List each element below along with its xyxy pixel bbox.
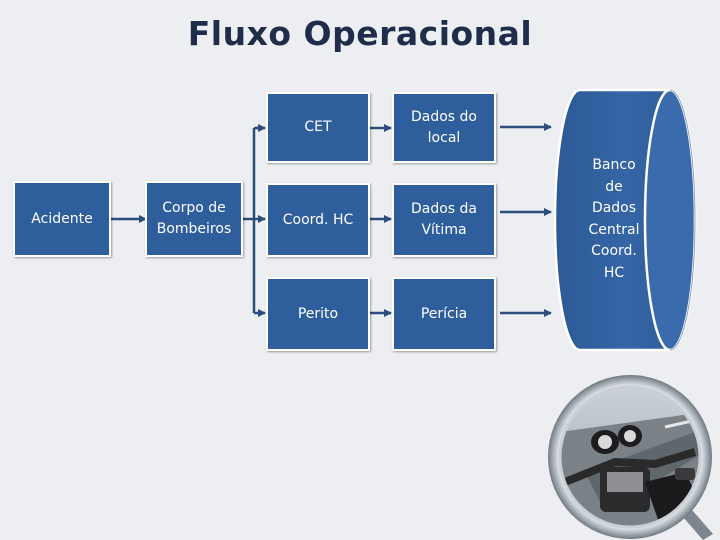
node-dados-local: Dados do local	[392, 92, 496, 163]
node-corpo-bombeiros: Corpo de Bombeiros	[145, 181, 243, 257]
node-pericia: Perícia	[392, 277, 496, 351]
node-acidente: Acidente	[13, 181, 111, 257]
magnifying-glass-motorcycle-photo	[548, 375, 713, 540]
node-cet: CET	[266, 92, 370, 163]
database-label: Banco de Dados Central Coord. HC	[588, 157, 640, 281]
page-title: Fluxo Operacional	[187, 14, 533, 53]
node-perito: Perito	[266, 277, 370, 351]
node-dados-vitima: Dados da Vítima	[392, 183, 496, 257]
node-coord-hc: Coord. HC	[266, 183, 370, 257]
